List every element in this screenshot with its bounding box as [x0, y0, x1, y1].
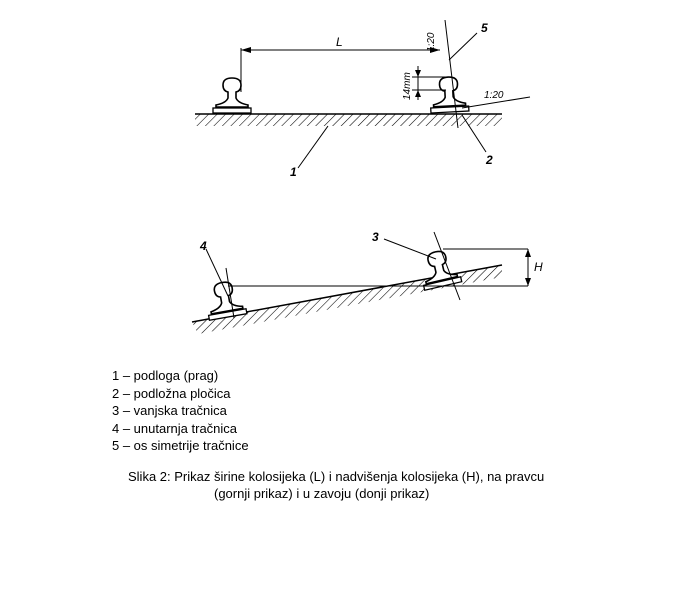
callout-5-leader [448, 32, 478, 61]
top-ground-hatch [195, 114, 502, 126]
callout-3: 3 [372, 230, 379, 244]
bottom-view: H 3 4 [191, 230, 543, 334]
legend-item: 1 – podloga (prag) [112, 368, 219, 383]
inner-rail-axis [225, 267, 235, 319]
dim-L-arrow-left [241, 47, 251, 53]
legend: 1 – podloga (prag) 2 – podložna pločica … [112, 367, 249, 455]
top-view: L 1:20 14mm 1:20 1 2 5 [195, 19, 531, 179]
ratio-axis-label: 1:20 [426, 32, 437, 52]
dim-14mm-arrow-down [415, 90, 421, 97]
callout-2-leader [461, 114, 487, 153]
dim-L-arrow-right [430, 47, 440, 53]
dim-L-label: L [336, 35, 343, 49]
callout-2: 2 [485, 153, 493, 167]
legend-item: 2 – podložna pločica [112, 385, 231, 401]
callout-1-leader [297, 125, 329, 169]
rail-symmetry-axis [444, 19, 459, 129]
dim-14mm-arrow-up [415, 70, 421, 77]
callout-3-leader [383, 238, 437, 260]
callout-5: 5 [481, 21, 488, 35]
legend-item: 3 – vanjska tračnica [112, 403, 227, 418]
callout-4: 4 [199, 239, 207, 253]
ratio-base-label: 1:20 [484, 90, 504, 101]
callout-4-leader [205, 248, 229, 297]
caption-line-2: (gornji prikaz) i u zavoju (donji prikaz… [214, 486, 430, 501]
callout-1: 1 [290, 165, 297, 179]
outer-rail-axis [433, 231, 461, 301]
legend-item: 5 – os simetrije tračnice [112, 438, 249, 453]
top-left-rail [212, 77, 252, 114]
legend-item: 4 – unutarnja tračnica [112, 420, 238, 436]
bottom-inner-rail [202, 278, 248, 322]
dim-H-label: H [534, 260, 543, 274]
dim-14mm-label: 14mm [402, 72, 413, 100]
ratio-base-line [461, 96, 531, 109]
bottom-ground-hatch [192, 265, 502, 334]
caption-line-1: Slika 2: Prikaz širine kolosijeka (L) i … [128, 469, 545, 484]
dim-H-arrow-up [525, 249, 531, 257]
dim-H-arrow-down [525, 278, 531, 286]
